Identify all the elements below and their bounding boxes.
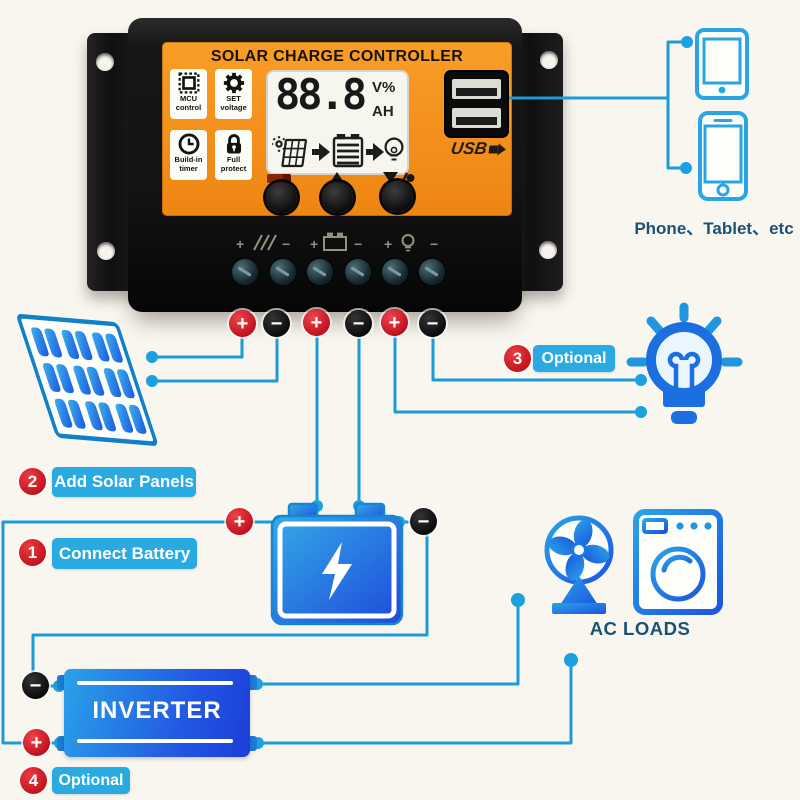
feature-label: SET (226, 94, 241, 103)
down-button (382, 181, 413, 212)
screw-terminal (382, 259, 408, 285)
battery-lcd-icon (332, 134, 364, 168)
step-3-label: Optional (533, 345, 615, 372)
phone-tablet-caption: Phone、Tablet、etc (634, 219, 794, 238)
lcd-unit-top: V% (372, 79, 396, 96)
sun-icon (275, 140, 283, 148)
feature-set-voltage: SET voltage (215, 69, 252, 119)
screw-terminal (419, 259, 445, 285)
solar-hatch-icon (253, 234, 277, 251)
device-title: SOLAR CHARGE CONTROLLER (210, 48, 464, 65)
solar-panel-lcd-icon (281, 138, 307, 168)
terminal-load-positive: + (381, 309, 408, 336)
feature-mcu-control: MCU control (170, 69, 207, 119)
chip-icon (178, 72, 199, 94)
wire-load-negative (431, 330, 641, 382)
marking-plus: + (236, 236, 244, 252)
wire-usb (508, 40, 686, 170)
terminal-load-negative: − (419, 310, 446, 337)
gear-icon (223, 72, 244, 94)
marking-plus: + (384, 236, 392, 252)
lcd-value: 88.8 (275, 70, 367, 119)
battery-plus-connector: + (226, 508, 253, 535)
inverter-stripe (77, 739, 233, 743)
clock-icon (178, 133, 199, 155)
feature-label: control (175, 103, 202, 112)
wire-inverter-output-bottom (256, 659, 573, 745)
feature-label: Build-in (174, 155, 203, 164)
wire-pv-negative (152, 330, 279, 383)
mount-hole (97, 242, 115, 260)
lcd-unit-bottom: AH (372, 103, 394, 120)
feature-full-protect: Full protect (215, 130, 252, 180)
inverter-label: INVERTER (92, 697, 222, 724)
terminal-markings: + − + − + − (236, 232, 438, 252)
usb-label: USB (449, 139, 489, 158)
feature-label: voltage (220, 103, 247, 112)
step-2-number: 2 (19, 468, 46, 495)
menu-indicator-icon (267, 174, 291, 183)
screw-terminal (232, 259, 258, 285)
feature-build-in-timer: Build-in timer (170, 130, 207, 180)
lcd-display: 88.8 V% AH (266, 70, 409, 175)
terminal-battery-negative: − (345, 310, 372, 337)
light-bulb-icon (626, 302, 743, 424)
ac-loads-caption: AC LOADS (589, 618, 691, 639)
mount-hole (96, 53, 114, 71)
up-button (322, 182, 353, 213)
mount-hole (540, 51, 558, 69)
washing-machine-icon (633, 509, 723, 615)
inverter-plus-connector: + (23, 729, 50, 756)
terminal-pv-positive: + (229, 310, 256, 337)
step-4-label: Optional (52, 767, 130, 794)
step-1-number: 1 (19, 539, 46, 566)
screw-terminal (345, 259, 371, 285)
up-arrow-icon (329, 172, 345, 184)
arrow-icon (312, 143, 330, 161)
bulb-lcd-icon (384, 137, 404, 161)
step-2-label: Add Solar Panels (52, 467, 196, 497)
step-1-label: Connect Battery (52, 538, 197, 569)
feature-label: Full (226, 155, 241, 164)
battery-icon (270, 502, 404, 626)
step-4-number: 4 (20, 767, 47, 794)
menu-button (266, 182, 297, 213)
lamp-marking-icon (401, 234, 415, 252)
usb-slot (452, 108, 501, 128)
usb-port (446, 72, 507, 136)
mount-hole (539, 241, 557, 259)
battery-marking-icon (323, 232, 347, 251)
wire-load-positive (393, 330, 641, 414)
feature-label: protect (220, 164, 247, 173)
screw-terminal (270, 259, 296, 285)
solar-panel-icon (17, 314, 158, 446)
lcd-flow-icons (272, 134, 404, 168)
battery-minus-connector: − (410, 508, 437, 535)
lock-icon (226, 134, 241, 154)
marking-minus: − (282, 236, 290, 252)
usb-plug-icon (488, 143, 506, 155)
feature-label: MCU (179, 94, 198, 103)
phone-icon (698, 111, 748, 201)
feature-label: timer (179, 164, 198, 173)
terminal-pv-negative: − (263, 310, 290, 337)
wire-pv-positive (152, 330, 244, 359)
inverter-box: INVERTER (64, 669, 250, 757)
usb-logo: USB (450, 139, 509, 159)
usb-slot (452, 79, 501, 99)
terminal-battery-positive: + (303, 309, 330, 336)
marking-minus: − (430, 236, 438, 252)
arrow-icon (366, 143, 384, 161)
tablet-icon (695, 28, 749, 100)
wire-inverter-output-top (255, 600, 520, 686)
inverter-minus-connector: − (22, 672, 49, 699)
step-3-number: 3 (504, 345, 531, 372)
screw-terminal (307, 259, 333, 285)
marking-plus: + (310, 236, 318, 252)
wire-battery-to-inverter-positive (1, 520, 278, 745)
inverter-stripe (77, 681, 233, 685)
marking-minus: − (354, 236, 362, 252)
fan-icon (544, 515, 614, 614)
